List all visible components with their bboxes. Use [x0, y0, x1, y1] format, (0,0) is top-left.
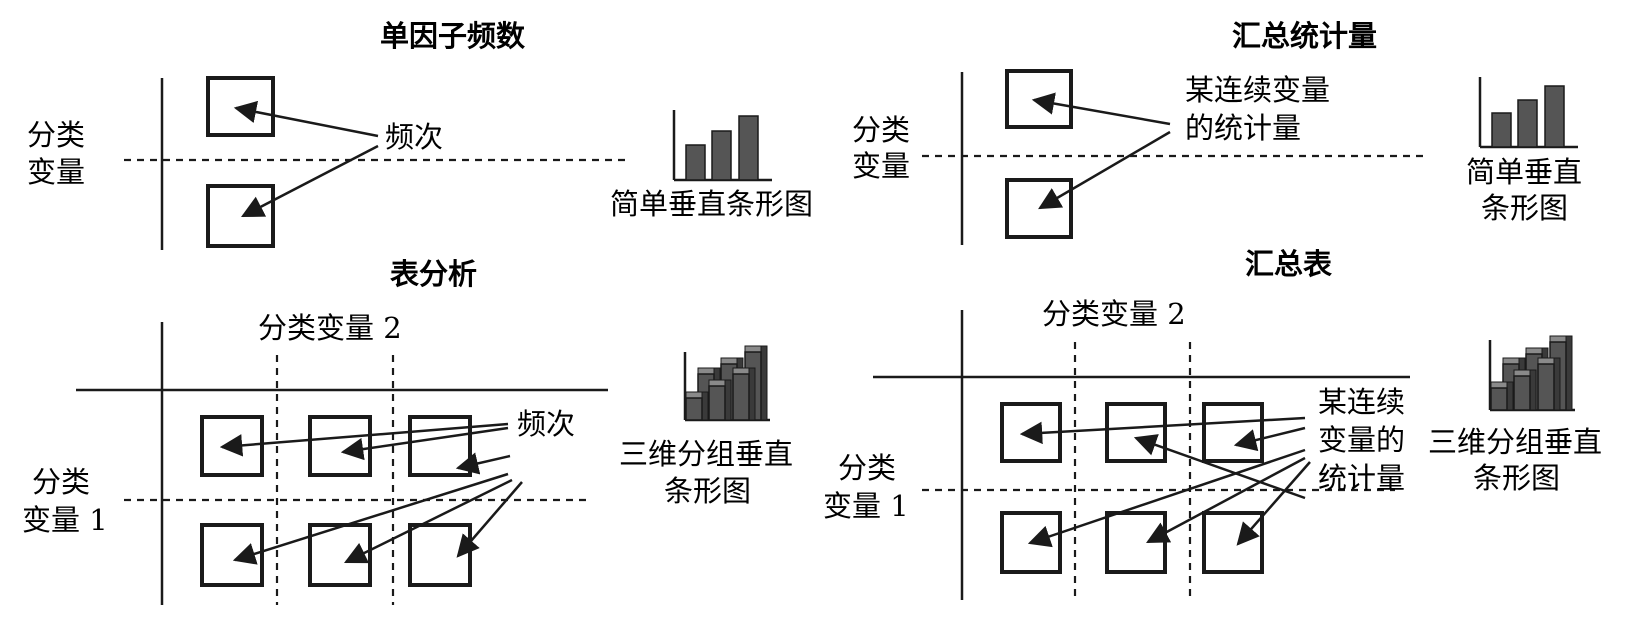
row-variable-label-line2: 变量 1: [823, 489, 909, 523]
panel-summary-statistics: 汇总统计量 分类 变量 某连续变量 的统计量 简单垂直 条形图: [852, 19, 1582, 245]
cell-box: [308, 415, 372, 477]
arrow: [1019, 416, 1306, 445]
callout-line1: 某连续: [1318, 385, 1405, 419]
chart-caption-line1: 简单垂直: [1466, 155, 1582, 189]
grouped-3d-bar-chart-icon: [683, 345, 770, 422]
axis-label-line1: 分类: [27, 118, 85, 152]
axis-label-line2: 变量: [27, 155, 85, 189]
chart-caption-line1: 三维分组垂直: [1428, 425, 1602, 459]
callout-label: 频次: [517, 407, 575, 441]
axis-label-line1: 分类: [852, 113, 910, 147]
panel-title: 汇总统计量: [1232, 19, 1377, 53]
arrow: [456, 481, 523, 558]
panel-table-analysis: 表分析 分类变量 2 分类 变量 1 频次: [22, 257, 793, 605]
simple-bar-chart-icon: [1478, 77, 1578, 149]
callout-label: 频次: [385, 120, 443, 154]
column-variable-label: 分类变量 2: [258, 311, 402, 345]
cell-box: [408, 523, 472, 587]
arrow: [233, 100, 379, 138]
grouped-3d-bar-chart-icon: [1488, 335, 1575, 412]
arrow: [1027, 448, 1306, 548]
cell-box: [206, 76, 275, 137]
chart-caption: 简单垂直条形图: [610, 187, 813, 221]
arrow: [1236, 461, 1311, 546]
arrow: [1038, 130, 1171, 210]
panel-title: 汇总表: [1245, 247, 1332, 281]
arrow: [340, 426, 509, 461]
callout-line2: 变量的: [1318, 423, 1405, 457]
chart-caption-line2: 条形图: [1473, 461, 1560, 495]
simple-bar-chart-icon: [672, 110, 772, 182]
chart-caption-line2: 条形图: [1481, 191, 1568, 225]
row-variable-label-line2: 变量 1: [22, 503, 108, 537]
cell-box: [1202, 511, 1264, 574]
arrow: [241, 144, 379, 218]
callout-line1: 某连续变量: [1185, 73, 1330, 107]
cell-box: [206, 184, 275, 248]
arrow: [343, 478, 513, 564]
callout-line3: 统计量: [1318, 461, 1405, 495]
panel-title: 表分析: [390, 257, 477, 291]
cell-box: [1005, 178, 1073, 239]
row-variable-label-line1: 分类: [838, 451, 896, 485]
panel-summary-table: 汇总表 分类变量 2 分类 变量 1 某连续 变量的 统计量: [823, 247, 1602, 600]
arrow: [455, 452, 511, 475]
cell-box: [1202, 402, 1264, 463]
callout-line2: 的统计量: [1185, 111, 1301, 145]
arrow: [1031, 92, 1171, 126]
cell-box: [1105, 402, 1167, 463]
arrow: [1146, 456, 1306, 544]
axis-label-line2: 变量: [852, 149, 910, 183]
panel-single-factor-frequency: 单因子频数 分类 变量 频次 简单垂直条形图: [27, 19, 813, 250]
arrow: [1233, 426, 1306, 452]
column-variable-label: 分类变量 2: [1042, 297, 1186, 331]
panel-title: 单因子频数: [380, 19, 526, 53]
arrow: [232, 472, 509, 565]
arrow: [219, 422, 509, 457]
row-variable-label-line1: 分类: [32, 465, 90, 499]
chart-caption-line1: 三维分组垂直: [619, 437, 793, 471]
cell-box: [1105, 511, 1167, 574]
chart-caption-line2: 条形图: [664, 474, 751, 508]
cell-box: [1005, 69, 1073, 129]
arrow: [1133, 434, 1306, 500]
